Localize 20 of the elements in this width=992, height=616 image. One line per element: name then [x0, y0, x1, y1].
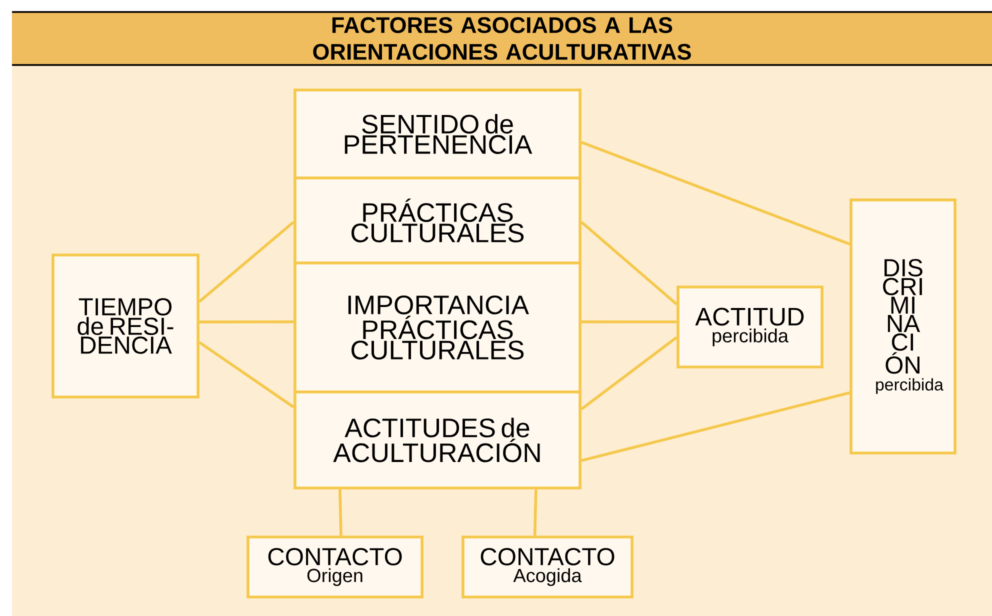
connector-line [581, 391, 850, 462]
table-cell: PRÁCTICAS CULTURALES [294, 176, 582, 264]
table-cell: IMPORTANCIA PRÁCTICAS CULTURALES [294, 262, 582, 394]
box: CONTACTO Acogida [462, 536, 634, 598]
connector-line [580, 140, 850, 246]
connector-line [580, 336, 678, 410]
connector-line [581, 320, 677, 324]
connector-line [533, 489, 538, 536]
box: DIS CRI MI NA CI ÓN percibida [850, 198, 956, 454]
table-cell: SENTIDO de PERTENENCIA [294, 88, 582, 180]
connector-line [198, 341, 294, 408]
box: TIEMPO de RESI- DENCIA [52, 254, 200, 398]
title-banner: FACTORES ASOCIADOS A LAS ORIENTACIONES ACULTURATIVAS [12, 12, 992, 65]
box: ACTITUD percibida [676, 286, 824, 368]
connector-line [338, 489, 342, 536]
connector-line [199, 320, 294, 324]
connector-line [198, 221, 294, 303]
box: CONTACTO Origen [246, 536, 424, 598]
connector-line [580, 221, 678, 306]
table-cell: ACTITUDES de ACULTURACIÓN [294, 390, 582, 490]
